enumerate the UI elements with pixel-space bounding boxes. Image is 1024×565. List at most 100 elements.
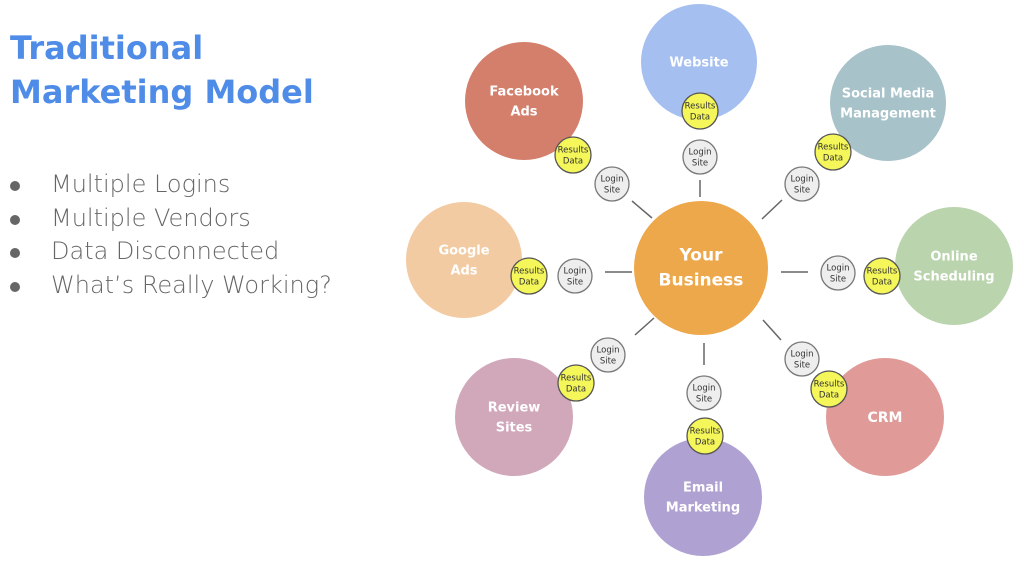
login-site-circle [784, 341, 820, 377]
login-site-label: Site [794, 186, 810, 196]
results-data-circle [554, 136, 592, 174]
results-data-label: Data [519, 278, 539, 288]
login-site-label: Site [696, 395, 712, 405]
results-data-label: Data [563, 157, 583, 167]
results-data-label: Results [867, 267, 898, 277]
node-circle-review-sites [455, 358, 573, 476]
results-data-label: Results [561, 374, 592, 384]
results-data-label: Results [685, 102, 716, 112]
bullet-dot-icon [10, 214, 20, 225]
bullet-dot-icon [10, 281, 20, 292]
login-site-label: Site [567, 278, 583, 288]
node-circle-social-media-management [830, 45, 946, 161]
node-circle-email-marketing [644, 438, 762, 556]
results-data-circle [510, 257, 548, 295]
results-data-circle [681, 92, 719, 130]
bullet-dot-icon [10, 181, 20, 191]
bullet-text: Data Disconnected [51, 237, 280, 265]
login-site-label: Login [827, 264, 850, 274]
results-data-label: Data [823, 154, 843, 164]
login-site-circle [594, 166, 630, 202]
login-site-label: Login [693, 384, 716, 394]
node-label-google-ads: Google [438, 244, 489, 259]
node-label-google-ads: Ads [450, 264, 477, 279]
results-data-label: Data [872, 278, 892, 288]
results-data-circle [686, 417, 724, 455]
node-label-review-sites: Sites [496, 421, 533, 436]
bullet-dot-icon [10, 248, 20, 258]
bullet-item: Multiple Vendors [8, 202, 332, 236]
results-data-label: Results [818, 143, 849, 153]
node-label-online-scheduling: Online [930, 250, 977, 265]
node-circle-online-scheduling [895, 207, 1013, 325]
node-website: Website [641, 4, 757, 120]
results-data-label: Data [695, 438, 715, 448]
login-site-label: Login [791, 175, 814, 185]
bullet-item: What’s Really Working? [8, 269, 332, 303]
center-circle [634, 201, 768, 335]
node-label-review-sites: Review [488, 401, 541, 416]
login-site-circle [820, 255, 856, 291]
node-label-facebook-ads: Facebook [489, 85, 559, 100]
node-label-email-marketing: Marketing [666, 501, 740, 516]
results-data-label: Data [566, 385, 586, 395]
login-site-circle [682, 139, 718, 175]
connector-lines [605, 180, 808, 365]
title-line-2: Marketing Model [10, 73, 314, 111]
bullet-text: What’s Really Working? [51, 270, 332, 299]
login-site-label: Login [597, 346, 620, 356]
results-data-circle [814, 133, 852, 171]
results-data-circle [557, 364, 595, 402]
connector-line-social-media-management [761, 199, 783, 220]
results-data-label: Results [814, 380, 845, 390]
badge-nodes: ResultsDataLoginSiteResultsDataLoginSite… [510, 92, 901, 455]
login-site-circle [590, 337, 626, 373]
results-data-label: Data [690, 113, 710, 123]
login-site-label: Login [791, 350, 814, 360]
login-site-circle [686, 375, 722, 411]
connector-line-facebook-ads [631, 200, 653, 219]
login-site-label: Site [830, 275, 846, 285]
node-circle-website [641, 4, 757, 120]
node-circle-google-ads [406, 202, 522, 318]
node-label-website: Website [669, 56, 728, 71]
results-data-label: Results [690, 427, 721, 437]
bullet-item: Data Disconnected [8, 235, 332, 269]
bullet-text: Multiple Logins [51, 170, 231, 198]
login-site-label: Site [600, 357, 616, 367]
node-label-email-marketing: Email [683, 481, 723, 496]
node-label-facebook-ads: Ads [510, 105, 537, 120]
login-site-circle [784, 166, 820, 202]
login-site-label: Site [604, 186, 620, 196]
title-line-1: Traditional [10, 29, 204, 67]
bullet-text: Multiple Vendors [51, 203, 251, 232]
node-label-social-media-management: Social Media [842, 87, 935, 102]
results-data-circle [810, 370, 848, 408]
node-label-crm: CRM [868, 410, 903, 426]
connector-line-crm [762, 319, 782, 341]
center-label: Business [659, 271, 744, 291]
center-label: Your [679, 246, 724, 266]
login-site-circle [557, 258, 593, 294]
